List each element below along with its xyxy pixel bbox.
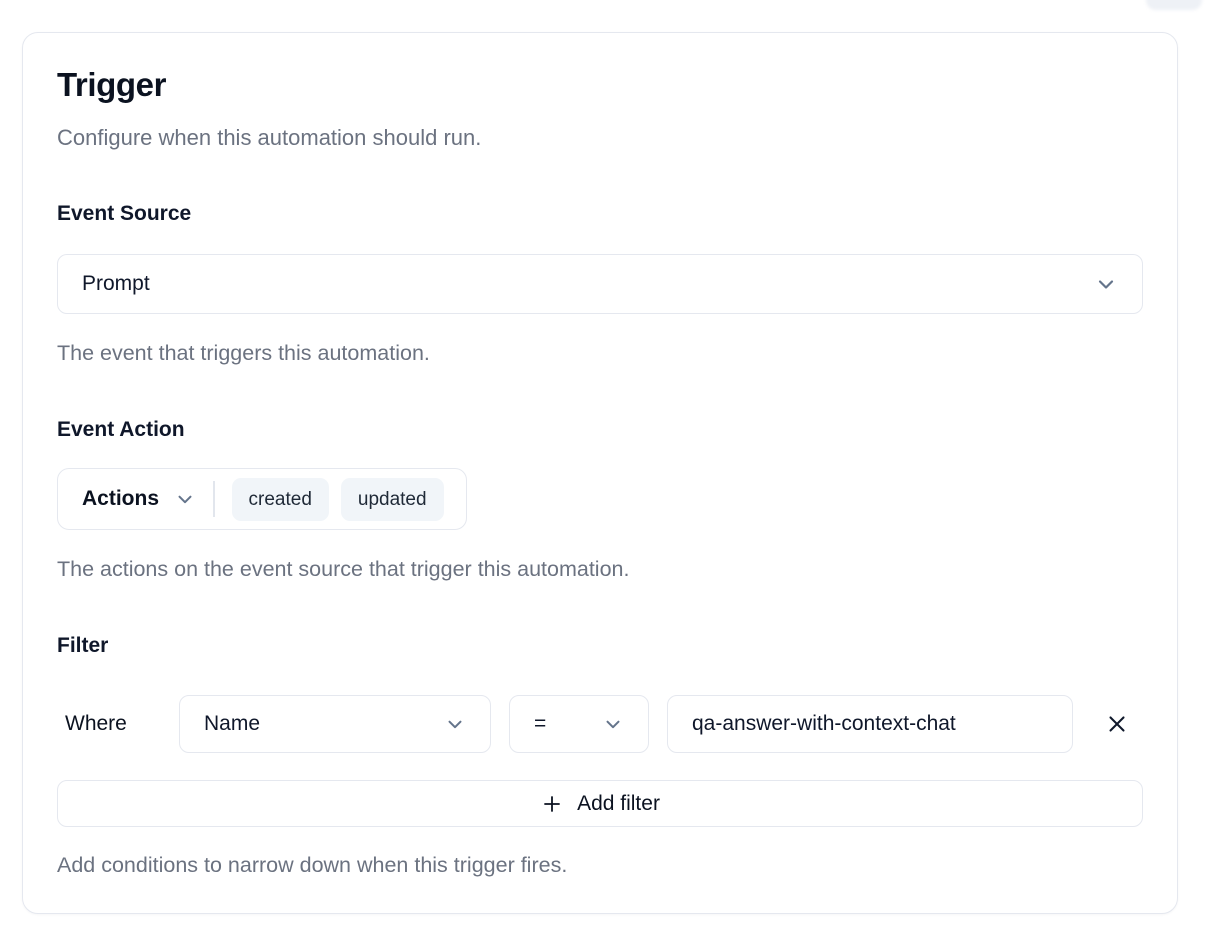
partially-visible-top-element [1146,0,1202,10]
actions-dropdown-label: Actions [82,487,160,510]
add-filter-label: Add filter [577,791,660,815]
where-label: Where [65,712,127,735]
add-filter-button[interactable]: Add filter [57,780,1143,827]
event-action-control: Actions created updated [57,468,467,530]
event-source-selected-value: Prompt [82,272,150,295]
filter-operator-select[interactable]: = [509,695,649,753]
filter-label: Filter [57,634,109,657]
chevron-down-icon [448,720,462,729]
action-tag-created[interactable]: created [231,477,329,521]
filter-field-select[interactable]: Name [179,695,491,753]
plus-icon [544,795,560,812]
card-title: Trigger [57,66,167,103]
filter-condition-row: Where Name = [57,695,1143,753]
chevron-down-icon [178,495,192,504]
trigger-card: Trigger Configure when this automation s… [22,32,1178,914]
chevron-down-icon [1098,280,1114,289]
filter-operator-selected-value: = [534,712,547,735]
filter-helper: Add conditions to narrow down when this … [57,853,568,877]
event-action-helper: The actions on the event source that tri… [57,557,630,581]
chevron-down-icon [606,720,620,729]
filter-value-input[interactable] [667,695,1073,753]
event-source-label: Event Source [57,202,192,225]
remove-filter-button[interactable] [1091,698,1143,750]
filter-field-selected-value: Name [204,712,261,735]
vertical-divider [213,481,215,517]
event-source-select[interactable]: Prompt [57,254,1143,314]
event-action-label: Event Action [57,418,185,441]
actions-dropdown-button[interactable]: Actions [82,487,196,511]
event-source-helper: The event that triggers this automation. [57,341,430,365]
selected-actions-tags: created updated [231,477,444,521]
action-tag-updated[interactable]: updated [340,477,444,521]
card-subtitle: Configure when this automation should ru… [57,125,482,150]
close-icon [1109,716,1125,732]
